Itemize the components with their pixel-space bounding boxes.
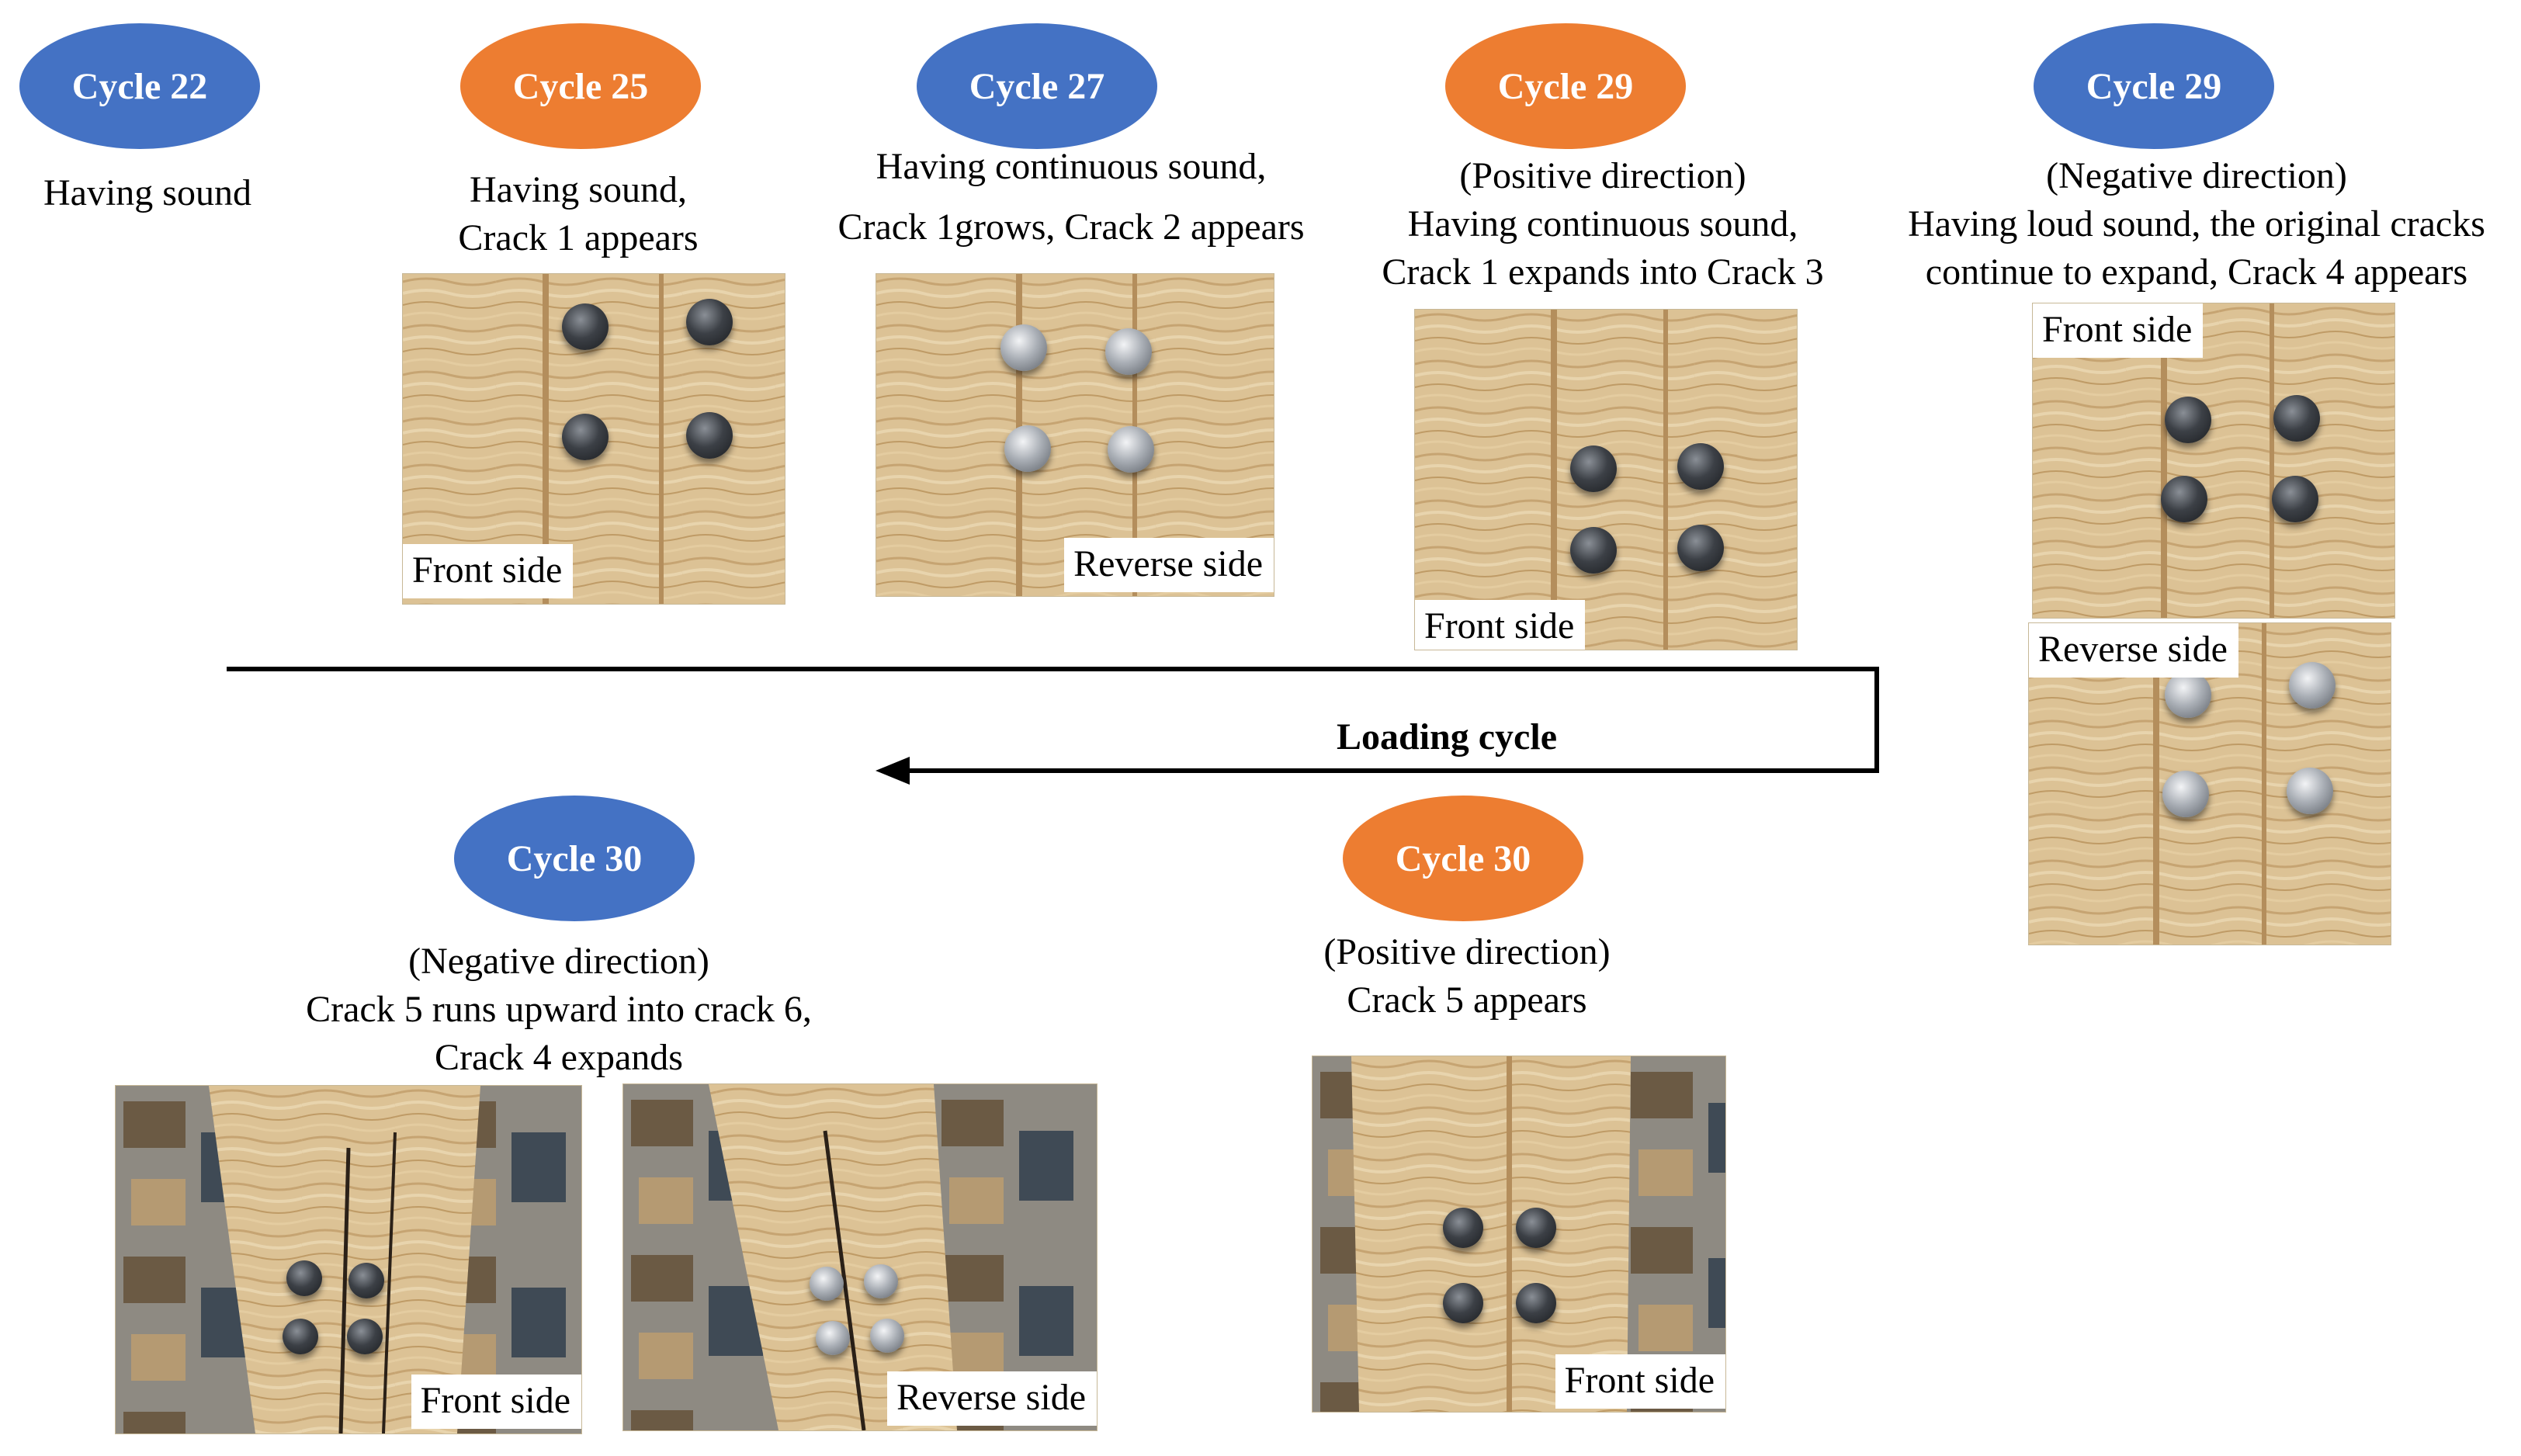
bolt-icon <box>2287 768 2333 814</box>
bolt-icon <box>562 414 609 460</box>
cycle-30-negative-front-photo: Front side <box>115 1085 582 1434</box>
cycle-29-negative-caption: (Negative direction) Having loud sound, … <box>1874 152 2519 296</box>
front-side-label: Front side <box>2033 303 2204 358</box>
caption-line: Crack 4 expands <box>435 1037 683 1078</box>
cycle-25-badge: Cycle 25 <box>460 23 701 149</box>
caption-line: Crack 5 runs upward into crack 6, <box>306 989 812 1030</box>
caption-line: Having loud sound, the original cracks <box>1908 203 2485 244</box>
bolt-icon <box>1000 324 1047 371</box>
bolt-icon <box>2161 476 2207 522</box>
bolt-icon <box>1677 443 1724 490</box>
bolt-icon <box>2273 395 2320 442</box>
wood-texture <box>1313 1056 1725 1412</box>
bolt-icon <box>870 1319 904 1353</box>
bolt-icon <box>562 303 609 350</box>
cycle-29-positive-front-photo: Front side <box>1414 309 1798 650</box>
caption-line: (Negative direction) <box>2046 155 2347 196</box>
bolt-icon <box>1004 425 1051 472</box>
front-side-label: Front side <box>411 1375 581 1429</box>
bolt-icon <box>2165 671 2211 718</box>
cycle-22-caption: Having sound <box>31 169 264 217</box>
cycle-25-caption: Having sound, Crack 1 appears <box>423 166 733 262</box>
bolt-icon <box>1570 527 1617 574</box>
bolt-icon <box>686 412 733 459</box>
bolt-icon <box>1570 445 1617 492</box>
bolt-icon <box>810 1267 844 1301</box>
bolt-icon <box>286 1260 322 1296</box>
cycle-29-negative-front-photo: Front side <box>2032 303 2395 619</box>
bolt-icon <box>347 1319 383 1354</box>
caption-line: continue to expand, Crack 4 appears <box>1925 251 2468 293</box>
cycle-27-caption: Having continuous sound, Crack 1grows, C… <box>807 143 1335 251</box>
cycle-29-positive-badge: Cycle 29 <box>1445 23 1686 149</box>
caption-line: (Positive direction) <box>1459 155 1746 196</box>
bolt-icon <box>1443 1283 1483 1323</box>
cycle-27-badge: Cycle 27 <box>917 23 1157 149</box>
reverse-side-label: Reverse side <box>2029 623 2238 678</box>
bolt-icon <box>1677 525 1724 571</box>
cycle-30-positive-front-photo: Front side <box>1312 1056 1726 1413</box>
bolt-icon <box>686 299 733 345</box>
wood-texture <box>116 1086 581 1433</box>
bolt-icon <box>1516 1283 1556 1323</box>
caption-line: Having sound <box>43 172 251 213</box>
loading-cycle-label: Loading cycle <box>1337 716 1557 757</box>
bolt-icon <box>1108 426 1154 473</box>
caption-line: Having sound, <box>470 169 687 210</box>
caption-line: Having continuous sound, <box>1407 203 1798 244</box>
front-side-label: Front side <box>403 544 574 598</box>
caption-line: Crack 1 expands into Crack 3 <box>1382 251 1824 293</box>
caption-line: Crack 5 appears <box>1347 979 1587 1021</box>
cycle-30-positive-caption: (Positive direction) Crack 5 appears <box>1265 928 1669 1024</box>
bolt-icon <box>1443 1208 1483 1248</box>
caption-line: Crack 1 appears <box>458 217 699 258</box>
cycle-30-negative-reverse-photo: Reverse side <box>622 1083 1098 1431</box>
reverse-side-label: Reverse side <box>1064 538 1274 592</box>
bolt-icon <box>1105 328 1152 375</box>
cycle-30-negative-caption: (Negative direction) Crack 5 runs upward… <box>256 938 862 1082</box>
bolt-icon <box>1516 1208 1556 1248</box>
cycle-25-front-photo: Front side <box>402 273 785 605</box>
caption-line: Crack 1grows, Crack 2 appears <box>837 206 1305 248</box>
front-side-label: Front side <box>1555 1354 1725 1409</box>
reverse-side-label: Reverse side <box>887 1371 1097 1426</box>
front-side-label: Front side <box>1415 600 1586 650</box>
cycle-29-negative-reverse-photo: Reverse side <box>2028 622 2391 945</box>
caption-line: (Negative direction) <box>408 941 709 982</box>
bolt-icon <box>2165 397 2211 443</box>
cycle-22-badge: Cycle 22 <box>19 23 260 149</box>
bolt-icon <box>349 1263 384 1298</box>
bolt-icon <box>2289 662 2335 709</box>
caption-line: Having continuous sound, <box>876 146 1267 187</box>
caption-line: (Positive direction) <box>1323 931 1611 972</box>
bolt-icon <box>816 1321 850 1355</box>
bolt-icon <box>2162 771 2209 817</box>
bolt-icon <box>2272 476 2318 522</box>
cycle-29-negative-badge: Cycle 29 <box>2034 23 2274 149</box>
cycle-29-positive-caption: (Positive direction) Having continuous s… <box>1347 152 1859 296</box>
cycle-27-reverse-photo: Reverse side <box>876 273 1274 597</box>
cycle-30-positive-badge: Cycle 30 <box>1343 796 1583 921</box>
bolt-icon <box>283 1319 318 1354</box>
cycle-30-negative-badge: Cycle 30 <box>454 796 695 921</box>
bolt-icon <box>864 1264 898 1298</box>
